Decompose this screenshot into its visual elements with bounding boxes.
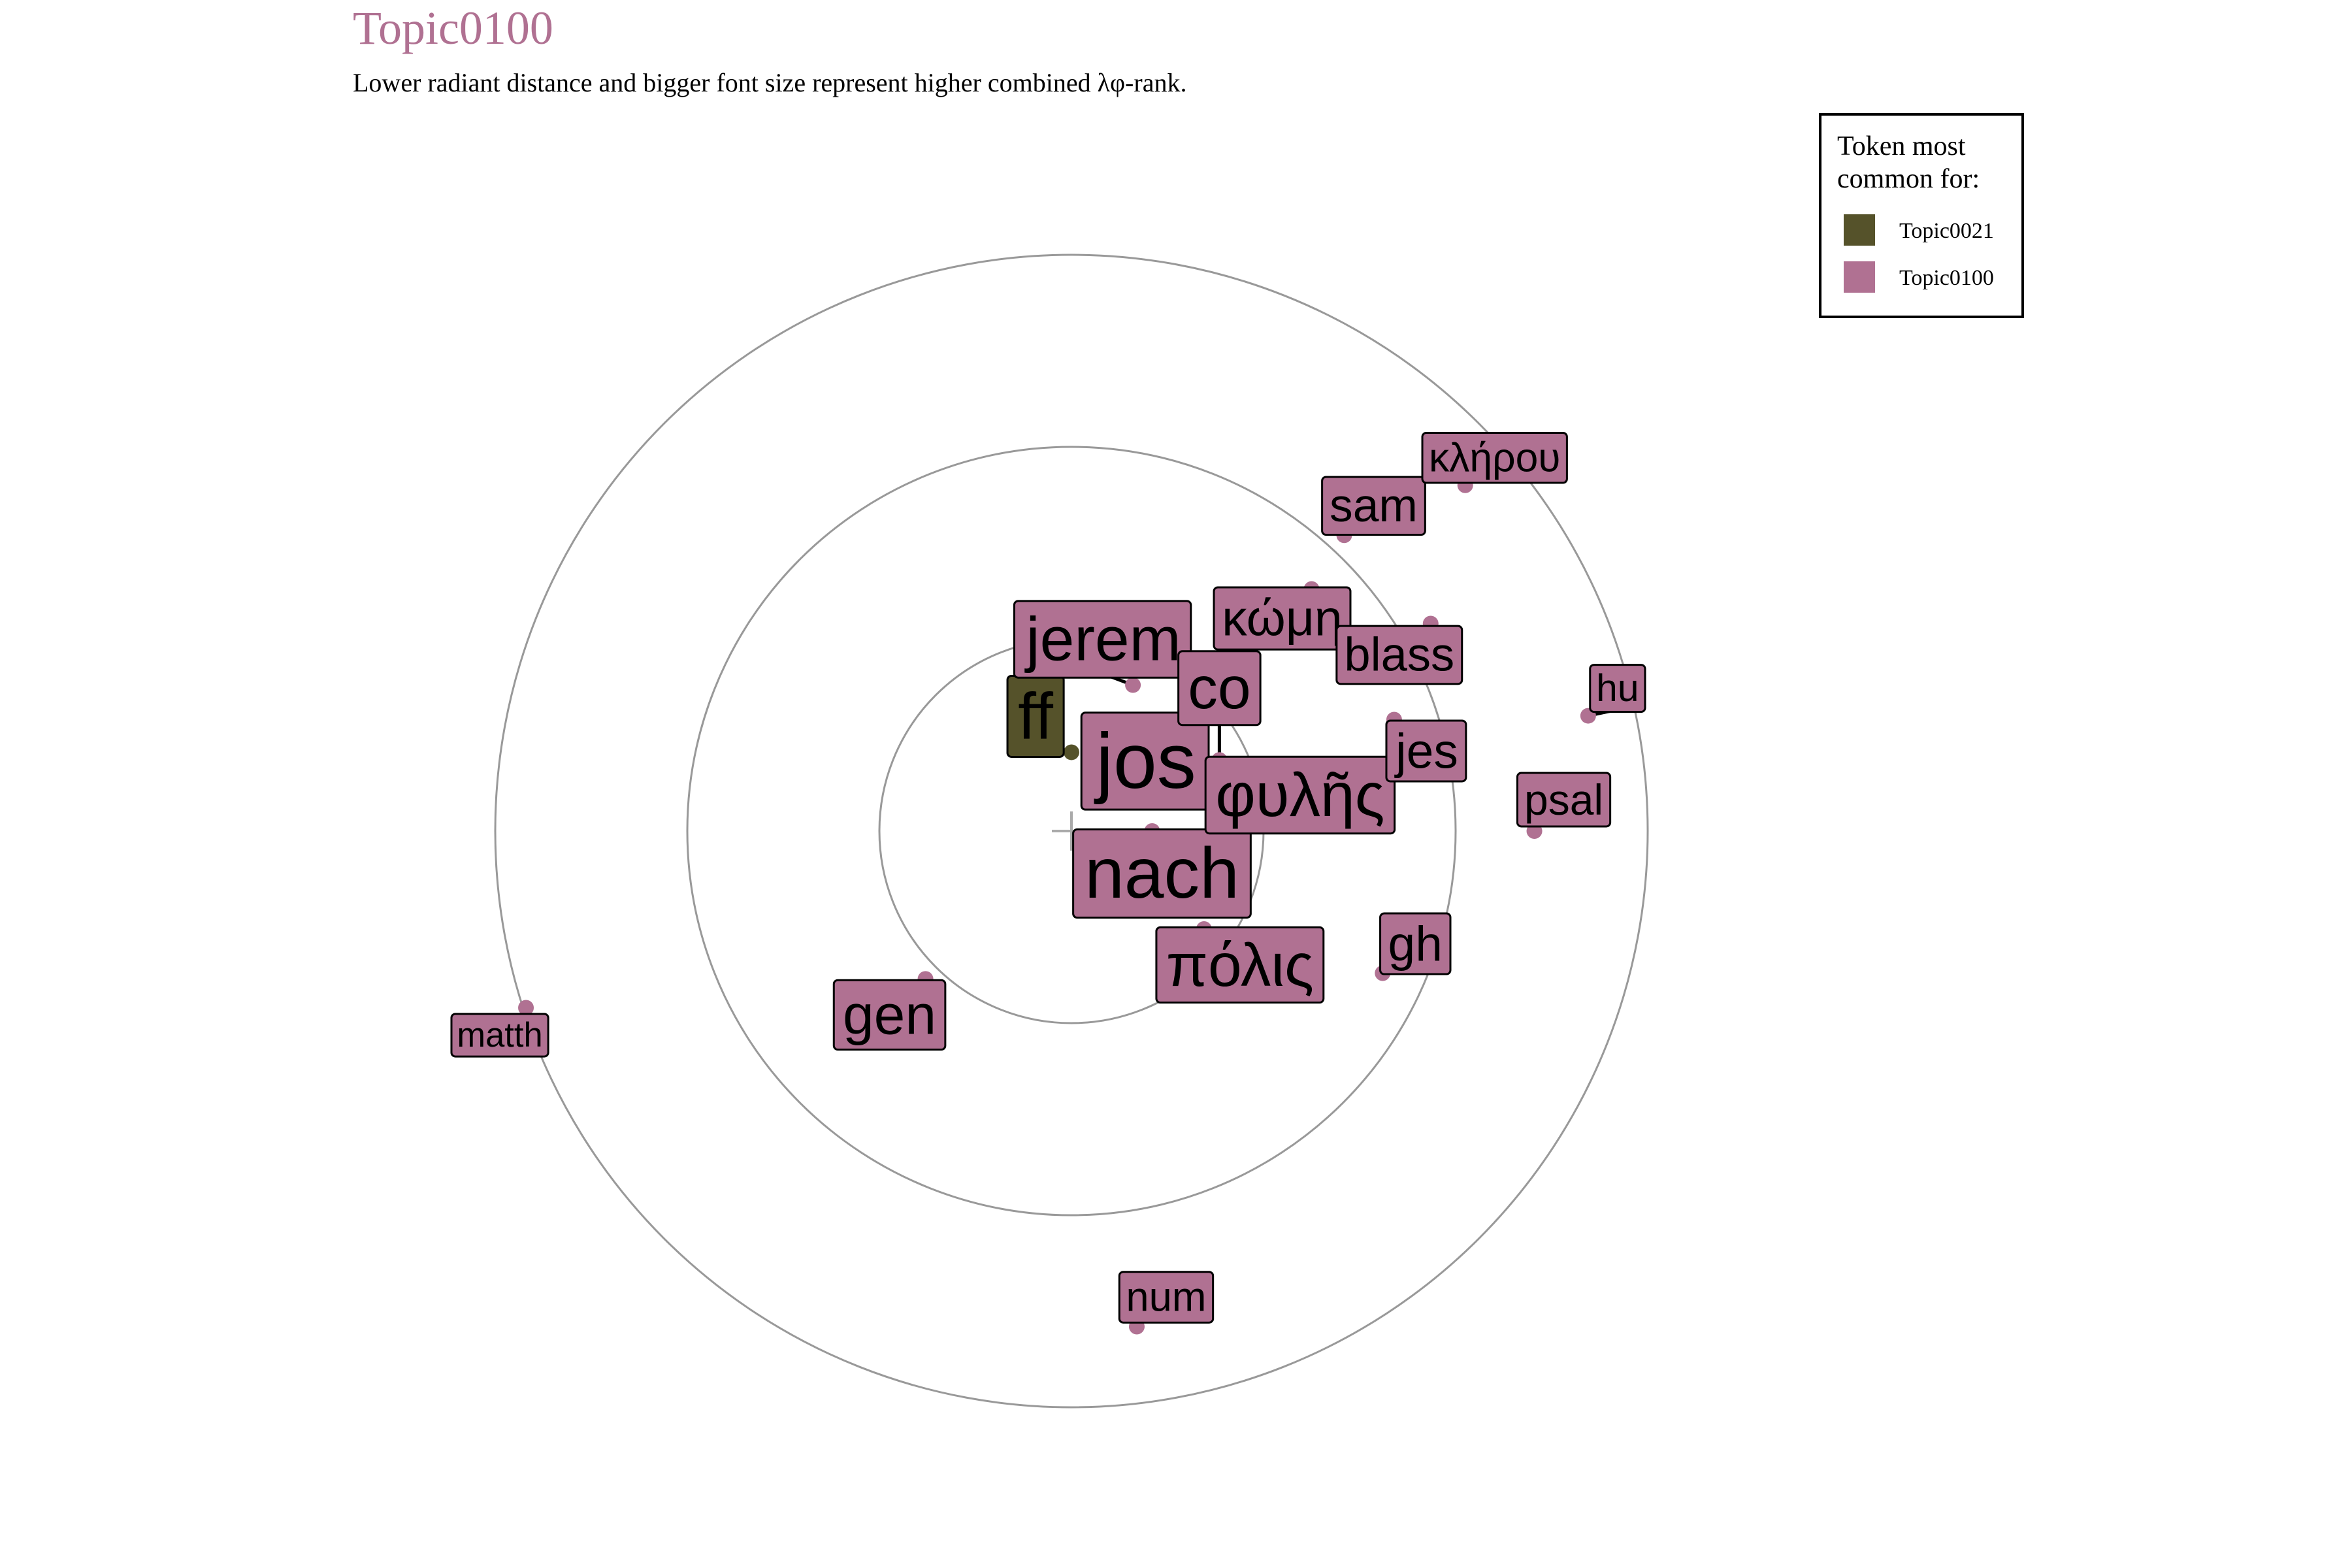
- token-label-blass: blass: [1335, 625, 1463, 685]
- token-label-hu: hu: [1589, 664, 1646, 713]
- token-label-box: [1421, 432, 1568, 484]
- token-label-box: [1213, 586, 1352, 651]
- token-label-box: [1118, 1271, 1215, 1324]
- token-label-κλήρου: κλήρου: [1421, 432, 1568, 484]
- legend-label-topic0100: Topic0100: [1899, 266, 1994, 290]
- token-label-text: num: [1126, 1275, 1206, 1320]
- legend-title-line-2: common for:: [1837, 164, 1980, 194]
- token-label-text: sam: [1330, 480, 1418, 532]
- token-label-psal: psal: [1516, 772, 1612, 828]
- token-label-jes: jes: [1385, 719, 1467, 783]
- chart-subtitle: Lower radiant distance and bigger font s…: [353, 68, 1186, 97]
- token-label-gen: gen: [832, 979, 947, 1051]
- token-label-box: [1155, 926, 1325, 1004]
- token-label-box: [1177, 650, 1262, 727]
- token-label-text: jos: [1094, 717, 1196, 805]
- token-label-jos: jos: [1080, 711, 1210, 811]
- token-label-box: [1013, 600, 1192, 679]
- token-label-πόλις: πόλις: [1155, 926, 1325, 1004]
- token-label-sam: sam: [1321, 476, 1426, 536]
- token-label-text: blass: [1344, 629, 1454, 681]
- token-label-text: nach: [1085, 834, 1239, 913]
- token-label-text: ff: [1018, 679, 1053, 753]
- legend-label-topic0021: Topic0021: [1899, 219, 1994, 243]
- token-label-ff: ff: [1006, 674, 1065, 758]
- token-label-text: κώμη: [1222, 591, 1342, 647]
- token-label-box: [1204, 755, 1396, 835]
- token-label-box: [1385, 719, 1467, 783]
- token-point-jerem: [1125, 677, 1141, 693]
- chart-title: Topic0100: [353, 2, 553, 54]
- token-label-text: jerem: [1024, 605, 1181, 674]
- token-label-box: [1335, 625, 1463, 685]
- legend-swatch-topic0100: [1844, 261, 1875, 293]
- distance-ring-3: [494, 253, 1649, 1409]
- token-label-text: psal: [1524, 776, 1603, 824]
- legend: Token most common for: Topic0021 Topic01…: [1819, 113, 2024, 318]
- token-label-box: [832, 979, 947, 1051]
- token-label-matth: matth: [450, 1013, 549, 1058]
- token-label-jerem: jerem: [1013, 600, 1192, 679]
- token-label-box: [450, 1013, 549, 1058]
- token-point-ff: [1064, 744, 1079, 760]
- token-label-text: gen: [843, 983, 936, 1046]
- token-label-gh: gh: [1379, 912, 1452, 975]
- token-label-text: κλήρου: [1429, 435, 1560, 480]
- token-label-text: co: [1188, 655, 1250, 721]
- token-label-box: [1379, 912, 1452, 975]
- token-label-text: hu: [1596, 667, 1639, 710]
- token-label-text: πόλις: [1166, 931, 1314, 999]
- distance-ring-2: [686, 446, 1457, 1217]
- token-label-text: jes: [1394, 723, 1458, 778]
- token-label-φυλῆς: φυλῆς: [1204, 755, 1396, 835]
- token-label-box: [1589, 664, 1646, 713]
- token-label-text: gh: [1388, 917, 1443, 972]
- legend-swatch-topic0021: [1844, 214, 1875, 246]
- token-label-box: [1072, 828, 1252, 919]
- token-label-num: num: [1118, 1271, 1215, 1324]
- token-label-box: [1321, 476, 1426, 536]
- token-label-text: matth: [457, 1016, 542, 1054]
- token-point-matth: [518, 1000, 534, 1016]
- token-label-box: [1516, 772, 1612, 828]
- legend-title-line-1: Token most: [1837, 131, 1966, 161]
- token-label-nach: nach: [1072, 828, 1252, 919]
- token-label-co: co: [1177, 650, 1262, 727]
- token-label-text: φυλῆς: [1215, 760, 1384, 830]
- token-label-κώμη: κώμη: [1213, 586, 1352, 651]
